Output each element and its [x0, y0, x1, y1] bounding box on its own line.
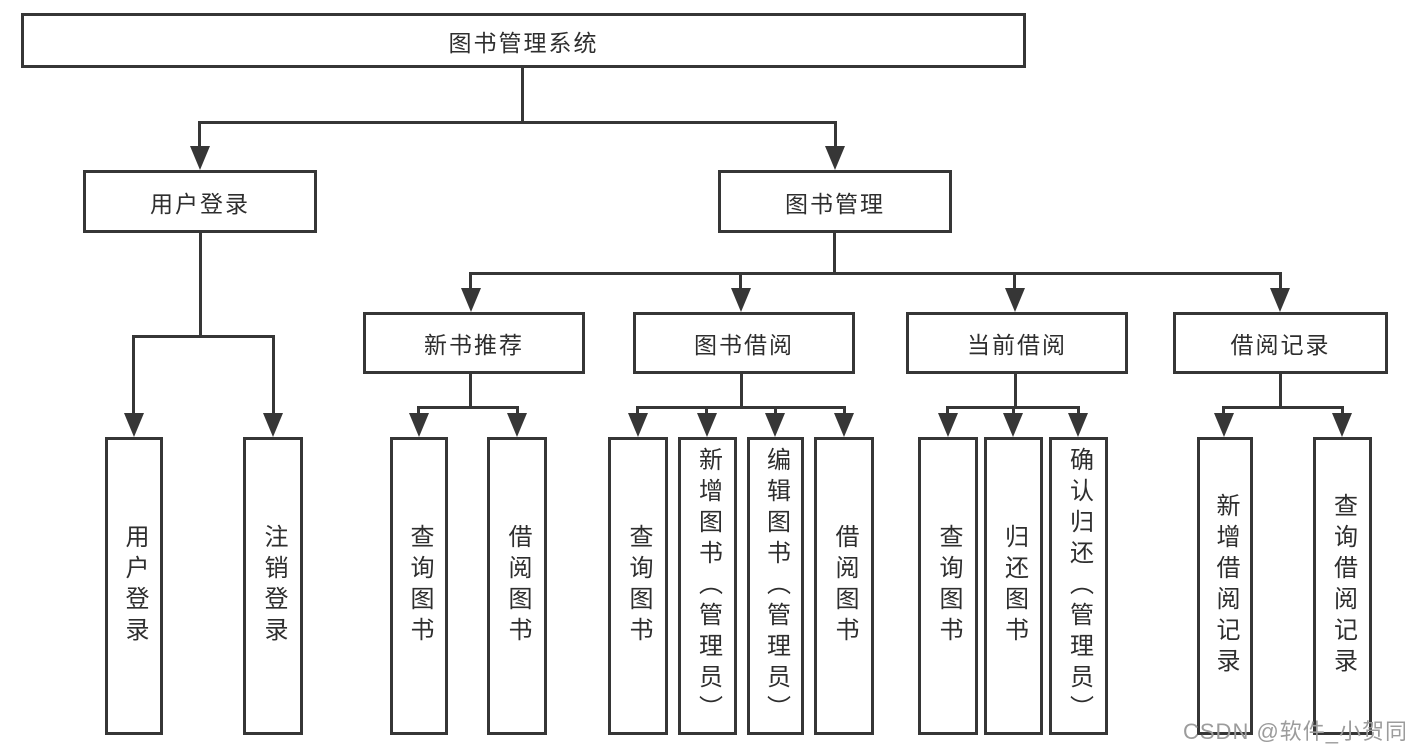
arrow-down-icon [1005, 288, 1025, 312]
arrow-down-icon [765, 413, 785, 437]
connector-records-stem [1279, 374, 1282, 406]
arrow-down-icon [409, 413, 429, 437]
node-current-borrowing-label: 当前借阅 [967, 332, 1067, 358]
arrow-down-icon [697, 413, 717, 437]
node-book-borrowing-label: 图书借阅 [694, 332, 794, 358]
leaf-query-books-current-label: 查询图书 [935, 524, 962, 648]
leaf-query-borrow-record-label: 查询借阅记录 [1329, 493, 1357, 679]
leaf-add-borrow-record-label: 新增借阅记录 [1212, 493, 1239, 679]
node-new-book-recommend: 新书推荐 [363, 312, 585, 374]
arrow-down-icon [124, 413, 144, 437]
leaf-query-books-borrowing-label: 查询图书 [625, 524, 652, 648]
connector-recommend-drop-1 [417, 406, 420, 415]
connector-borrowing-drop-4 [843, 406, 846, 415]
connector-borrowing-drop-1 [636, 406, 639, 415]
leaf-logout-label: 注销登录 [260, 524, 287, 648]
node-book-management: 图书管理 [718, 170, 952, 233]
node-current-borrowing: 当前借阅 [906, 312, 1128, 374]
leaf-query-books-borrowing: 查询图书 [608, 437, 668, 735]
csdn-watermark: CSDN @软件_小贺同学 [1183, 719, 1405, 744]
connector-borrowing-stem [740, 374, 743, 406]
node-user-login-label: 用户登录 [150, 190, 250, 217]
arrow-down-icon [731, 288, 751, 312]
node-root-system: 图书管理系统 [21, 13, 1026, 68]
leaf-add-books-admin: 新增图书（管理员） [678, 437, 737, 735]
leaf-edit-books-admin: 编辑图书（管理员） [747, 437, 804, 735]
connector-bookmgmt-branch [469, 272, 1282, 275]
connector-bookmgmt-stem [833, 233, 836, 272]
connector-root-drop-left [198, 121, 201, 149]
connector-current-drop-1 [946, 406, 949, 415]
connector-borrowing-branch [636, 406, 846, 409]
connector-borrowing-drop-3 [774, 406, 777, 415]
leaf-borrow-books-label: 借阅图书 [831, 524, 858, 648]
connector-current-stem [1014, 374, 1017, 406]
connector-userlogin-drop-1 [132, 335, 135, 415]
connector-records-branch [1222, 406, 1343, 409]
connector-root-drop-right [834, 121, 837, 149]
connector-borrowing-drop-2 [705, 406, 708, 415]
leaf-borrow-books-recommend-label: 借阅图书 [504, 524, 531, 648]
leaf-logout: 注销登录 [243, 437, 303, 735]
connector-bookmgmt-drop-2 [739, 272, 742, 292]
connector-recommend-branch [417, 406, 519, 409]
leaf-user-login: 用户登录 [105, 437, 163, 735]
node-book-management-label: 图书管理 [785, 190, 885, 217]
arrow-down-icon [1214, 413, 1234, 437]
connector-userlogin-branch [132, 335, 275, 338]
connector-records-drop-1 [1222, 406, 1225, 415]
connector-root-branch [198, 121, 837, 124]
leaf-edit-books-admin-label: 编辑图书（管理员） [762, 446, 790, 726]
connector-userlogin-drop-2 [272, 335, 275, 415]
arrow-down-icon [1332, 413, 1352, 437]
arrow-down-icon [834, 413, 854, 437]
node-new-book-recommend-label: 新书推荐 [424, 332, 524, 358]
arrow-down-icon [263, 413, 283, 437]
leaf-return-books-label: 归还图书 [1000, 524, 1028, 648]
leaf-query-books-recommend: 查询图书 [390, 437, 448, 735]
arrow-down-icon [190, 146, 210, 170]
arrow-down-icon [1003, 413, 1023, 437]
arrow-down-icon [628, 413, 648, 437]
connector-bookmgmt-drop-4 [1279, 272, 1282, 292]
leaf-add-books-admin-label: 新增图书（管理员） [694, 446, 722, 726]
node-user-login: 用户登录 [83, 170, 317, 233]
leaf-query-books-current: 查询图书 [918, 437, 978, 735]
arrow-down-icon [825, 146, 845, 170]
connector-recommend-stem [469, 374, 472, 406]
connector-bookmgmt-drop-3 [1013, 272, 1016, 292]
connector-root-stem [521, 68, 524, 121]
arrow-down-icon [1270, 288, 1290, 312]
leaf-return-books: 归还图书 [984, 437, 1043, 735]
leaf-query-books-recommend-label: 查询图书 [406, 524, 433, 648]
leaf-confirm-return-admin-label: 确认归还（管理员） [1065, 446, 1093, 726]
connector-recommend-drop-2 [516, 406, 519, 415]
node-root-system-label: 图书管理系统 [448, 29, 599, 56]
leaf-add-borrow-record: 新增借阅记录 [1197, 437, 1253, 735]
connector-current-drop-2 [1012, 406, 1015, 415]
leaf-confirm-return-admin: 确认归还（管理员） [1049, 437, 1108, 735]
connector-userlogin-stem [199, 233, 202, 335]
arrow-down-icon [1068, 413, 1088, 437]
arrow-down-icon [507, 413, 527, 437]
arrow-down-icon [938, 413, 958, 437]
leaf-borrow-books: 借阅图书 [814, 437, 874, 735]
node-borrowing-records-label: 借阅记录 [1230, 332, 1331, 358]
connector-records-drop-2 [1341, 406, 1344, 415]
leaf-borrow-books-recommend: 借阅图书 [487, 437, 547, 735]
node-book-borrowing: 图书借阅 [633, 312, 855, 374]
node-borrowing-records: 借阅记录 [1173, 312, 1388, 374]
arrow-down-icon [461, 288, 481, 312]
connector-bookmgmt-drop-1 [469, 272, 472, 292]
leaf-user-login-label: 用户登录 [121, 524, 148, 648]
connector-current-drop-3 [1077, 406, 1080, 415]
leaf-query-borrow-record: 查询借阅记录 [1313, 437, 1372, 735]
